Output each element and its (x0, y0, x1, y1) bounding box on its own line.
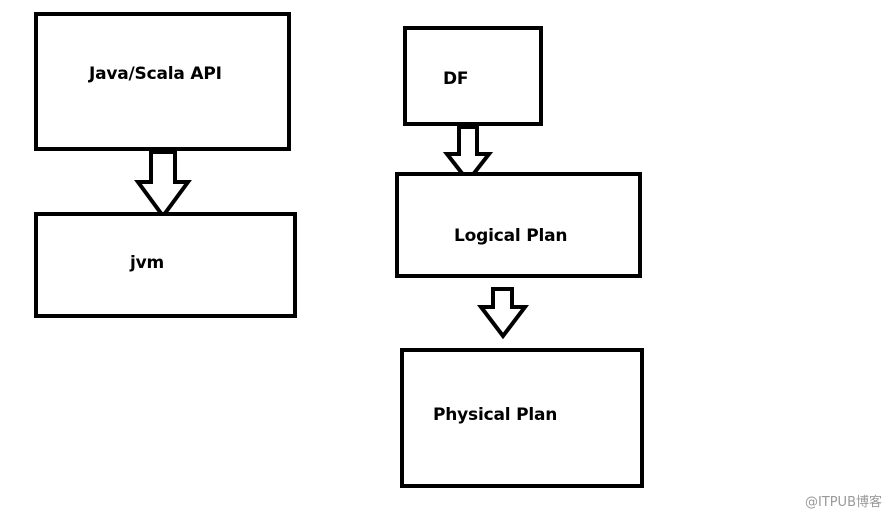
jvm-label: jvm (130, 253, 165, 273)
df-label: DF (443, 69, 469, 89)
logical-plan-box (395, 172, 642, 278)
down-arrow-icon-api-to-jvm (134, 150, 192, 220)
jvm-box (34, 212, 297, 318)
watermark-text: @ITPUB博客 (804, 495, 882, 510)
down-arrow-icon-df-to-logical-plan (442, 125, 494, 185)
physical-plan-label: Physical Plan (433, 405, 558, 425)
logical-plan-label: Logical Plan (454, 226, 568, 246)
java-scala-api-box (34, 12, 291, 151)
physical-plan-box (400, 348, 644, 488)
java-scala-api-label: Java/Scala API (89, 64, 222, 84)
down-arrow-icon-logical-to-physical-plan (476, 287, 530, 340)
df-box (403, 26, 543, 126)
